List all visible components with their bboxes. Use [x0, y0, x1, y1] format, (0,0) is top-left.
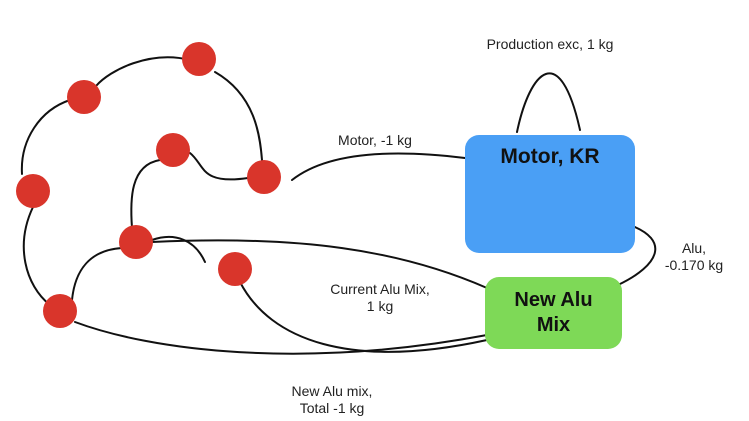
process-dot-6[interactable]	[247, 160, 281, 194]
process-dot-8[interactable]	[218, 252, 252, 286]
edge-label-alu-line1: Alu,	[681, 240, 707, 256]
process-node-motor-kr[interactable]: Motor, KR	[465, 135, 635, 253]
edge-new-alu-mix-total	[74, 321, 488, 355]
edge-label-motor-flow: Motor, -1 kg	[338, 132, 412, 148]
edge-current-alu-mix-1	[151, 239, 488, 289]
edge-current-alu-mix-2	[239, 281, 488, 353]
process-dot-7[interactable]	[43, 294, 77, 328]
edge-dot1-dot3	[20, 99, 71, 175]
edge-label-new-alu-mix-line1: New Alu mix,	[291, 383, 373, 399]
process-dot-4[interactable]	[119, 225, 153, 259]
edge-production-exc	[516, 72, 581, 133]
edge-label-new-alu-mix: New Alu mix, Total -1 kg	[262, 383, 402, 417]
edge-dot4-dot7	[71, 247, 123, 301]
process-dot-5[interactable]	[156, 133, 190, 167]
edge-label-current-alu-mix-line2: 1 kg	[366, 298, 394, 314]
edge-dot2-dot6	[214, 71, 263, 161]
edge-label-current-alu-mix-line1: Current Alu Mix,	[330, 281, 430, 297]
edge-label-alu-line2: -0.170 kg	[664, 257, 724, 273]
process-node-alu-label-line1: New Alu	[514, 289, 593, 311]
process-dot-3[interactable]	[67, 80, 101, 114]
edge-dot5-dot6	[189, 152, 249, 181]
edge-label-alu: Alu, -0.170 kg	[651, 240, 737, 274]
edge-alu	[617, 224, 657, 286]
edge-label-current-alu-mix: Current Alu Mix, 1 kg	[300, 281, 460, 315]
process-node-motor-label: Motor, KR	[500, 145, 600, 168]
process-dot-2[interactable]	[182, 42, 216, 76]
edge-motor-flow	[291, 152, 466, 181]
edge-dot3-dot2	[95, 56, 191, 87]
process-node-new-alu-mix[interactable]: New Alu Mix	[485, 277, 622, 349]
edge-label-new-alu-mix-line2: Total -1 kg	[299, 400, 365, 416]
process-node-alu-label-line2: Mix	[536, 314, 571, 336]
edge-dot1-dot7	[22, 206, 51, 306]
process-dot-1[interactable]	[16, 174, 50, 208]
edge-dot5-dot4	[130, 159, 161, 229]
edge-label-production-exc: Production exc, 1 kg	[486, 36, 614, 52]
